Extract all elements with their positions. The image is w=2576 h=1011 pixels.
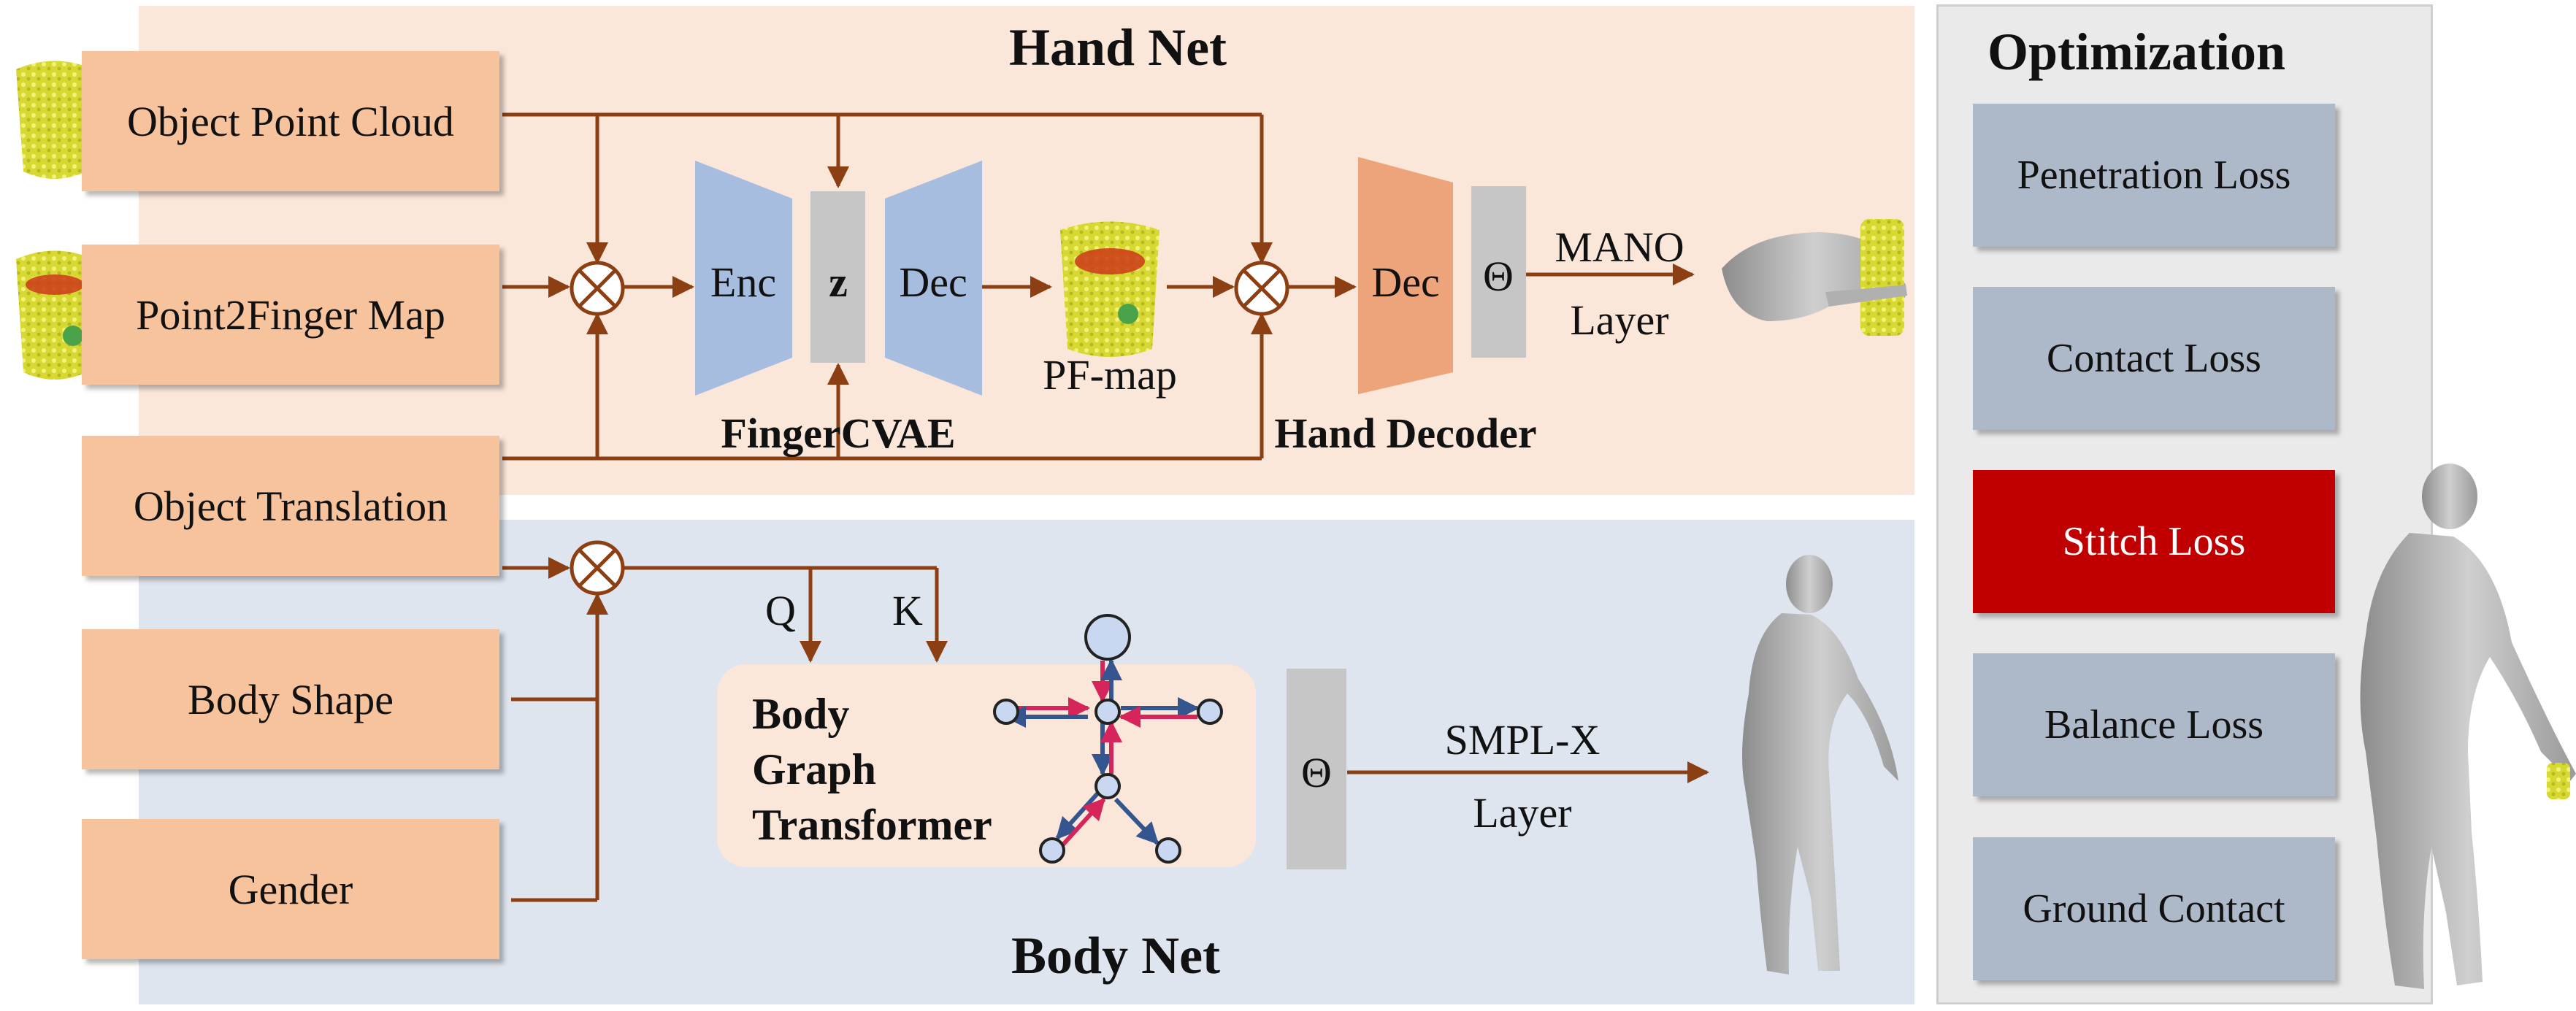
hand-fusion-circle-2 [1234,261,1289,316]
hand-mesh-image [1722,219,1907,336]
mano-label: MANO [1555,223,1684,271]
hand-decoder-label: Hand Decoder [1274,410,1537,457]
skeleton-graph-icon [993,614,1223,864]
penetration-loss-box: Penetration Loss [1973,104,2335,247]
balance-loss-box: Balance Loss [1973,653,2335,796]
hand-decoder-dec-label: Dec [1371,258,1440,306]
decoder-label: Dec [899,258,967,306]
body-theta-label: Θ [1301,749,1332,796]
body-net-connections [502,557,1709,902]
stitch-loss-box: Stitch Loss [1973,470,2335,613]
body-theta-block [1287,669,1346,869]
object-point-cloud-thumbnail [16,61,93,179]
point2finger-map-thumbnail [16,250,93,380]
pf-map-label: PF-map [1043,351,1177,399]
optimization-title: Optimization [1987,23,2285,81]
smplx-label: SMPL-X [1444,716,1601,764]
decoder-block [885,161,982,396]
hand-theta-label: Θ [1483,253,1514,300]
latent-z-block [810,191,865,363]
bgt-line-3: Transformer [752,801,992,849]
hand-net-connections [502,112,1695,461]
query-label: Q [765,587,796,634]
key-label: K [892,587,923,634]
hand-net-title: Hand Net [1009,18,1227,77]
bgt-line-2: Graph [752,745,877,793]
body-fusion-circle [570,540,625,596]
input-object-point-cloud: Object Point Cloud [82,51,499,191]
hand-fusion-circle-1 [570,261,625,316]
bgt-line-1: Body [752,690,850,738]
pf-map-object [1060,221,1159,357]
mano-layer-label: Layer [1570,296,1669,344]
body-net-title: Body Net [1011,926,1220,985]
body-mesh-image [1742,555,1898,975]
encoder-block [695,161,792,396]
hand-decoder-block [1358,157,1453,394]
hand-theta-block [1471,186,1526,358]
smplx-layer-label: Layer [1473,789,1572,837]
body-graph-transformer-label: Body Graph Transformer [752,686,992,853]
optimized-body-mesh-image [2360,464,2576,989]
finger-cvae-label: FingerCVAE [721,410,956,457]
input-object-translation: Object Translation [82,436,499,576]
input-point2finger-map: Point2Finger Map [82,245,499,385]
latent-z-label: z [829,258,848,306]
input-gender: Gender [82,819,499,959]
ground-contact-box: Ground Contact [1973,837,2335,980]
input-body-shape: Body Shape [82,629,499,769]
encoder-label: Enc [710,258,777,306]
contact-loss-box: Contact Loss [1973,287,2335,430]
